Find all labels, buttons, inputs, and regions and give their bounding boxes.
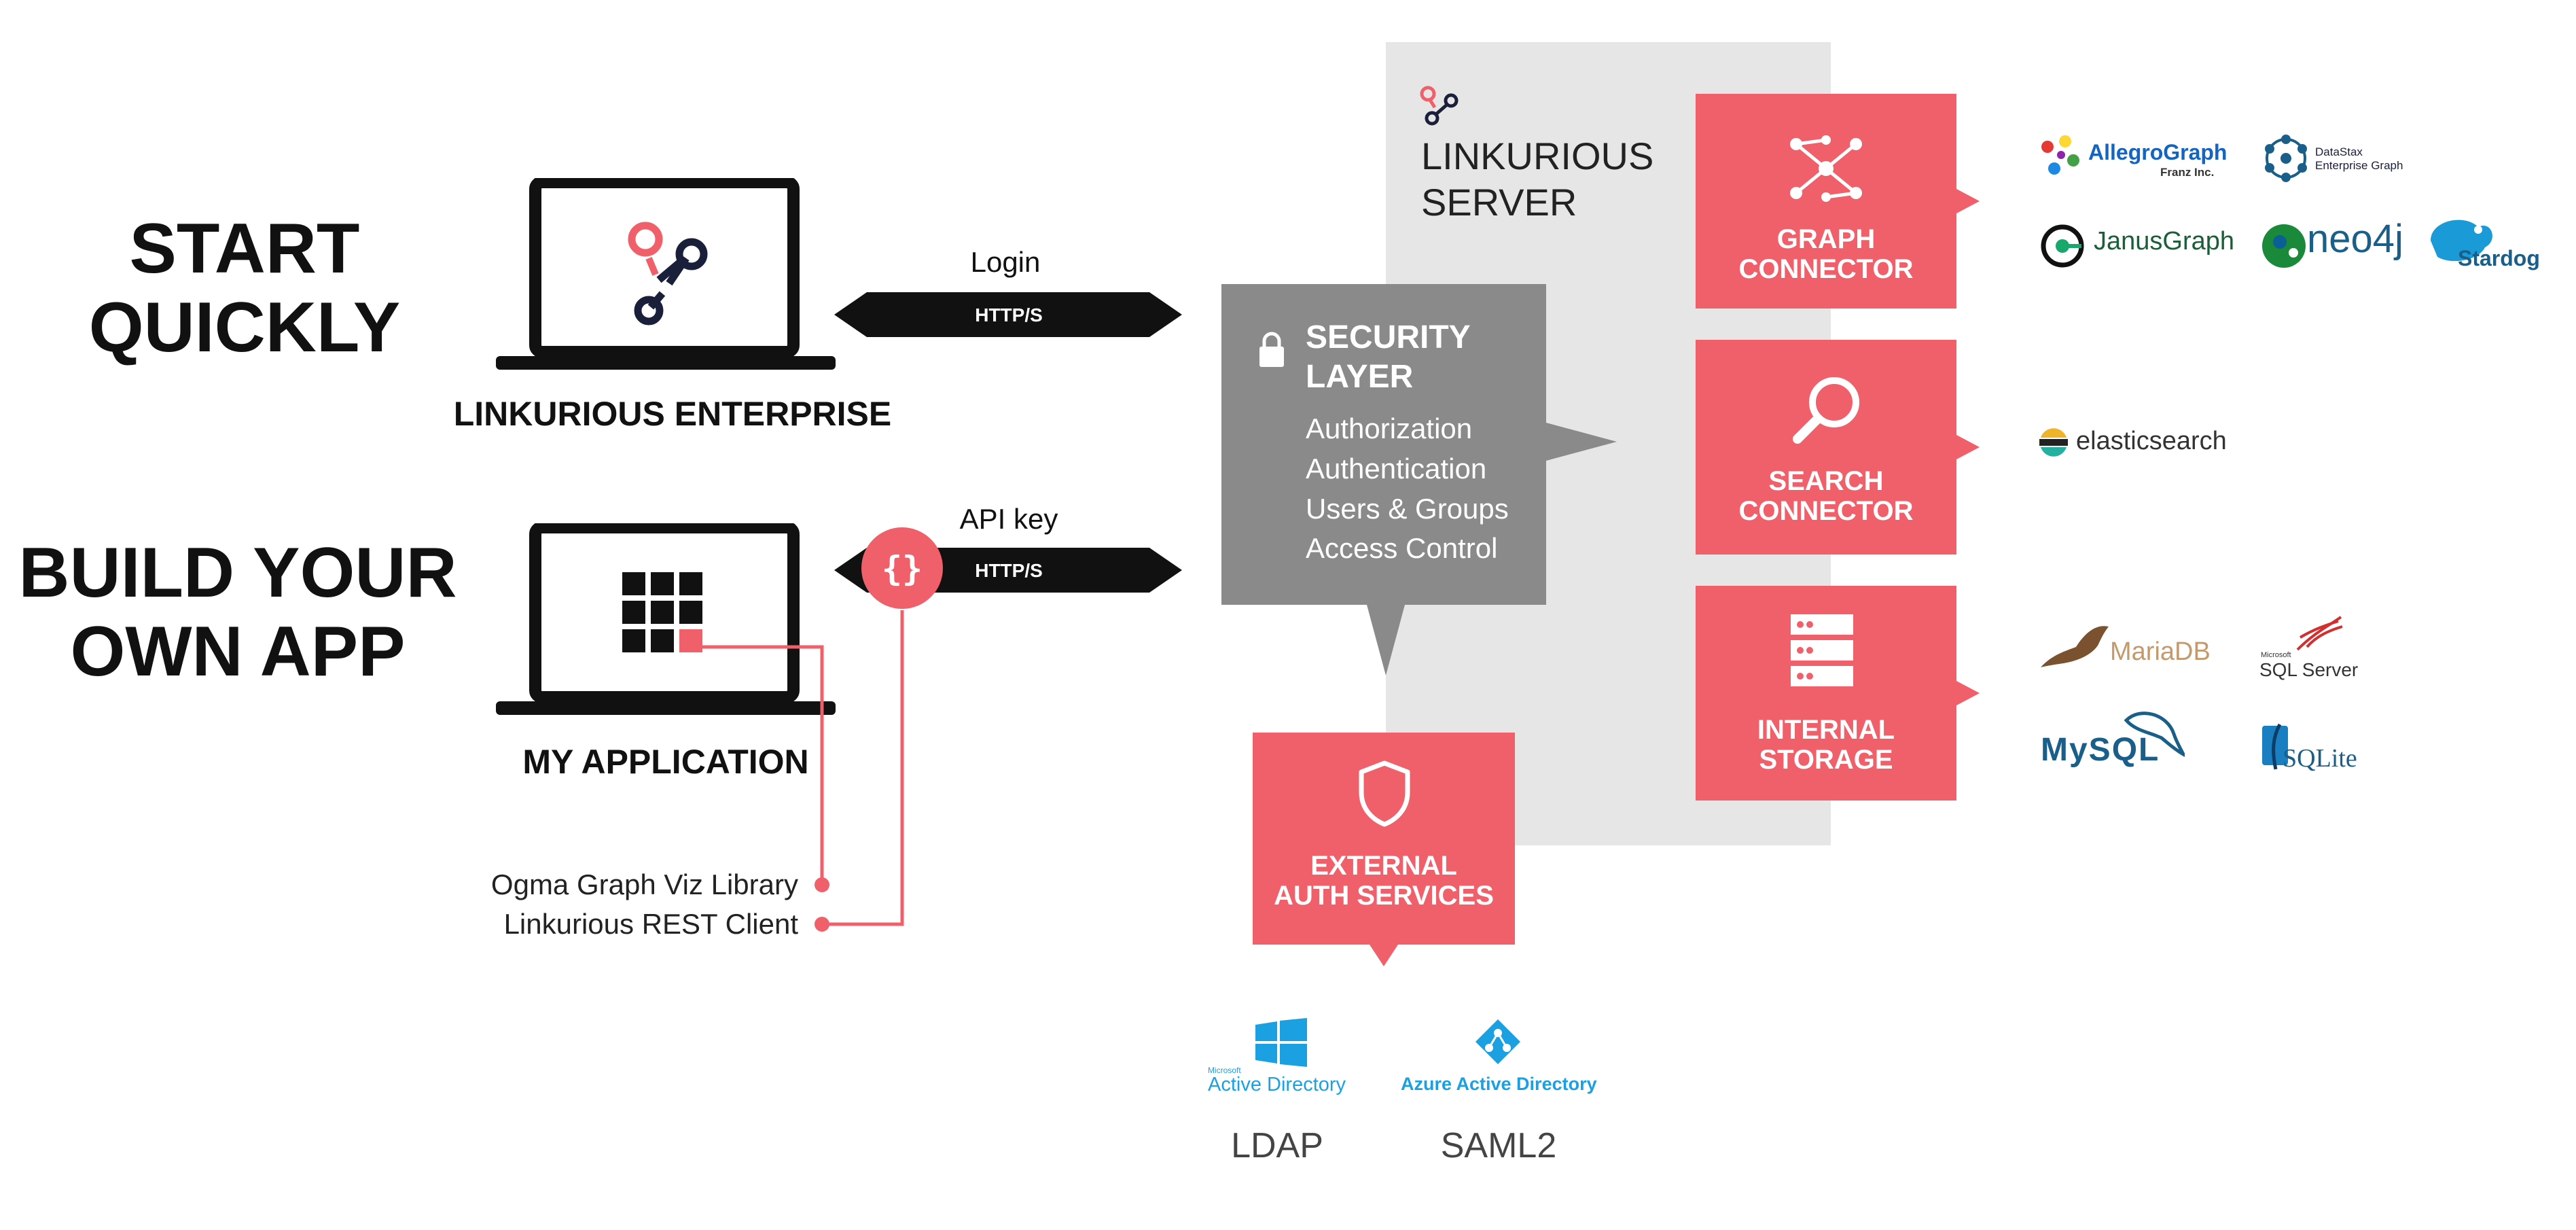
enterprise-laptop-icon (496, 178, 836, 370)
allegrograph-sub: Franz Inc. (2160, 166, 2215, 179)
linkurious-logo-icon (1420, 86, 1459, 126)
security-item-authentication: Authentication (1306, 452, 1487, 485)
internal-storage-title: INTERNAL STORAGE (1757, 715, 1895, 775)
security-items: Authorization Authentication Users & Gro… (1306, 409, 1509, 569)
library-connector-lines (693, 610, 904, 932)
neo4j-logo: neo4j (2307, 217, 2403, 261)
server-title: LINKURIOUS SERVER (1421, 135, 1654, 224)
enterprise-label: LINKURIOUS ENTERPRISE (453, 395, 892, 433)
security-item-authorization: Authorization (1306, 412, 1473, 444)
database-server-icon (1791, 614, 1853, 686)
saml2-label: SAML2 (1440, 1126, 1557, 1165)
mariadb-logo: MariaDB (2110, 637, 2211, 666)
application-laptop-icon (496, 523, 836, 715)
security-item-users-groups: Users & Groups (1306, 492, 1509, 525)
build-your-own-app-heading: BUILD YOUR OWN APP (18, 533, 457, 692)
datastax-logo: DataStax (2315, 145, 2363, 158)
janusgraph-logo: JanusGraph (2094, 227, 2235, 256)
graph-connector-title: GRAPH CONNECTOR (1738, 224, 1914, 284)
search-connector-title: SEARCH CONNECTOR (1738, 466, 1914, 526)
ldap-label: LDAP (1231, 1126, 1323, 1165)
internal-storage-box (1696, 586, 1980, 801)
graph-network-icon (1790, 135, 1862, 202)
external-auth-title: EXTERNAL AUTH SERVICES (1274, 851, 1494, 911)
azure-ad-logo: Azure Active Directory (1401, 1074, 1597, 1094)
datastax-sub: Enterprise Graph (2315, 159, 2403, 172)
neo4j-logo-icon (2262, 224, 2306, 268)
stardog-logo: Stardog (2458, 246, 2540, 270)
azure-ad-logo-icon (1475, 1019, 1520, 1064)
elasticsearch-logo-icon (2039, 428, 2068, 457)
sqlite-logo: SQLite (2283, 744, 2357, 773)
windows-logo-icon (1255, 1018, 1307, 1067)
mysql-logo: MySQL (2041, 732, 2160, 768)
mariadb-logo-icon (2041, 626, 2109, 667)
allegrograph-logo-icon (2041, 135, 2079, 175)
magnifier-icon (1793, 377, 1859, 444)
janusgraph-logo-icon (2041, 224, 2084, 268)
external-auth-box (1253, 733, 1515, 966)
sqlite-logo-icon (2262, 723, 2288, 770)
application-label: MY APPLICATION (522, 743, 809, 781)
security-layer-title: SECURITY LAYER (1306, 319, 1471, 395)
start-quickly-heading: START QUICKLY (88, 209, 401, 368)
api-braces-icon: {} (861, 527, 943, 609)
sqlserver-logo: SQL Server (2259, 659, 2359, 680)
login-arrow (834, 292, 1182, 337)
datastax-logo-icon (2265, 135, 2307, 182)
lock-icon (1259, 332, 1284, 367)
graph-connector-box (1696, 94, 1980, 309)
library-ogma: Ogma Graph Viz Library (490, 868, 798, 900)
security-layer-box (1221, 284, 1617, 675)
allegrograph-logo: AllegroGraph (2088, 140, 2228, 164)
active-directory-logo: Active Directory (1208, 1074, 1346, 1095)
active-directory-brand: Microsoft (1208, 1066, 1241, 1075)
security-item-access-control: Access Control (1306, 532, 1498, 565)
login-label: Login (970, 246, 1041, 278)
mysql-dolphin-icon (2124, 711, 2185, 758)
svg-text:{}: {} (882, 549, 923, 588)
sqlserver-logo-icon (2296, 616, 2343, 651)
shield-icon (1359, 760, 1410, 827)
login-protocol-label: HTTP/S (975, 304, 1043, 326)
sqlserver-brand: Microsoft (2261, 651, 2291, 659)
elasticsearch-logo: elasticsearch (2076, 427, 2227, 455)
stardog-logo-icon (2431, 219, 2492, 262)
api-key-label: API key (959, 503, 1058, 535)
search-connector-box (1696, 340, 1980, 555)
api-protocol-label: HTTP/S (975, 560, 1043, 581)
library-rest-client: Linkurious REST Client (503, 908, 798, 940)
